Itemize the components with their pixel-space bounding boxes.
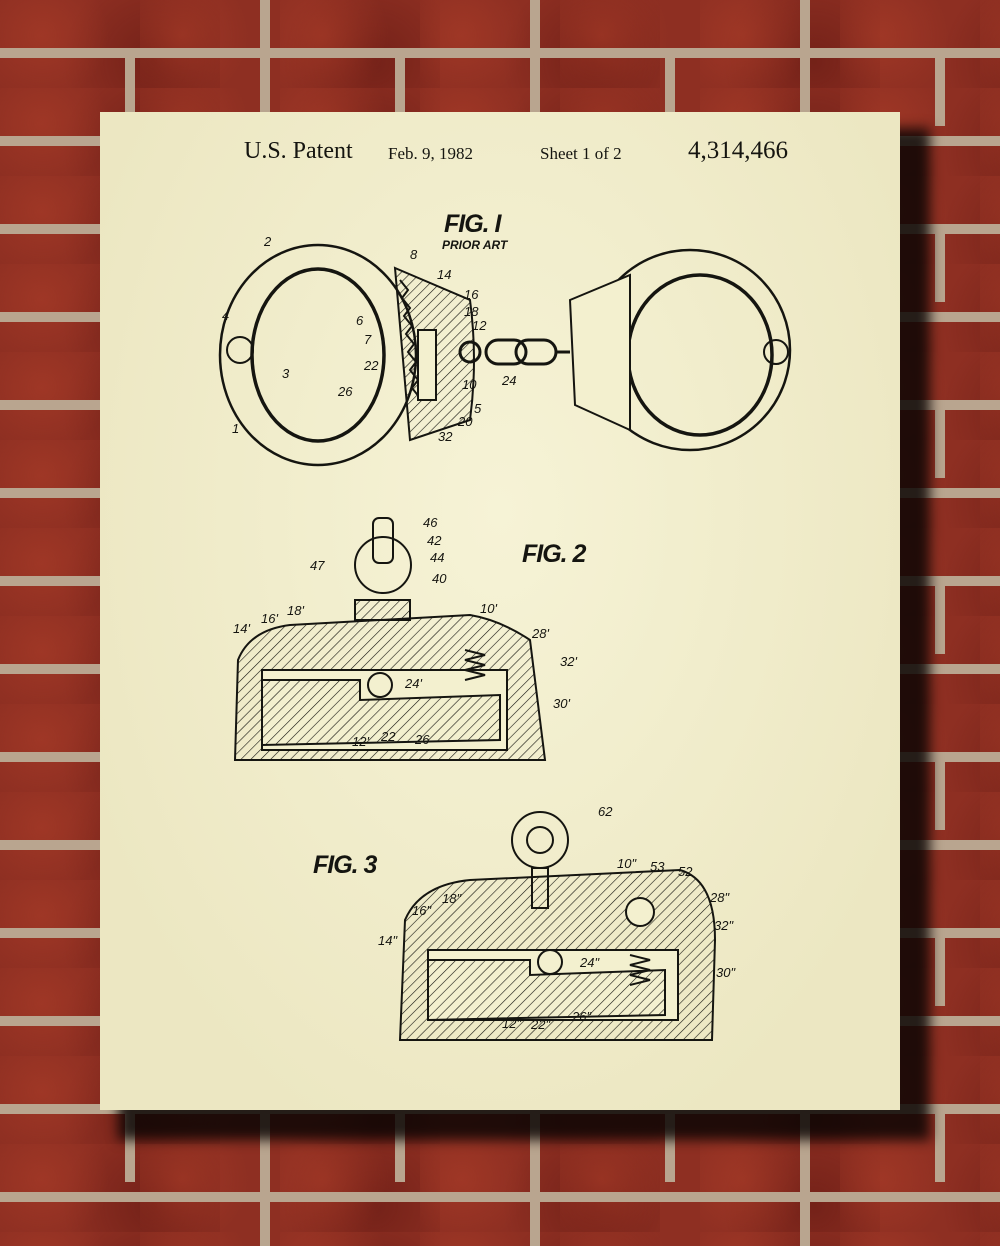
fig2-label: 18' xyxy=(287,603,304,618)
fig1-label: 1 xyxy=(232,421,240,436)
fig1-label: 14 xyxy=(437,267,452,282)
fig3-label: 12" xyxy=(502,1016,522,1031)
fig3-label: 52 xyxy=(678,864,693,879)
fig3-label: 10" xyxy=(617,856,637,871)
fig2-label: 47 xyxy=(310,558,325,573)
fig2-label: 14' xyxy=(233,621,250,636)
fig2-label: 24' xyxy=(405,676,422,691)
fig1-label: 18 xyxy=(464,304,479,319)
fig3-lock-section xyxy=(398,811,717,1041)
sheet-number: Sheet 1 of 2 xyxy=(540,144,622,163)
fig3-label: 30" xyxy=(716,965,736,980)
fig2-label: 26 xyxy=(415,732,430,747)
fig2-label: 10' xyxy=(480,601,497,616)
fig1-label: 5 xyxy=(474,401,482,416)
fig1-label: 20 xyxy=(458,414,473,429)
patent-title: U.S. Patent xyxy=(244,138,353,164)
fig1-label: 10 xyxy=(462,377,477,392)
fig2-label: 22 xyxy=(381,729,396,744)
fig1-subtitle: PRIOR ART xyxy=(442,238,508,252)
fig3-label: 32" xyxy=(714,918,734,933)
fig3-label: 26" xyxy=(572,1009,592,1024)
fig1-right-cuff xyxy=(568,248,792,452)
fig3-label: 18" xyxy=(442,891,462,906)
fig3-label: 62 xyxy=(598,804,613,819)
fig1-label: 3 xyxy=(282,366,290,381)
fig3-label: 16" xyxy=(412,903,432,918)
fig2-label: 16' xyxy=(261,611,278,626)
fig2-label: 40 xyxy=(432,571,447,586)
fig3-label: 53 xyxy=(650,859,665,874)
fig1-label: 7 xyxy=(364,332,372,347)
fig3-title: FIG. 3 xyxy=(313,851,377,879)
fig1-label: 8 xyxy=(410,247,418,262)
fig1-left-cuff xyxy=(218,243,475,467)
patent-number: 4,314,466 xyxy=(688,137,788,164)
fig1-label: 12 xyxy=(472,318,487,333)
fig1-label: 16 xyxy=(464,287,479,302)
fig1-label: 26 xyxy=(338,384,353,399)
fig2-label: 30' xyxy=(553,696,570,711)
patent-date: Feb. 9, 1982 xyxy=(388,144,473,163)
fig2-lock-section xyxy=(233,517,547,761)
fig2-label: 44 xyxy=(430,550,445,565)
fig1-label: 32 xyxy=(438,429,453,444)
fig1-label: 4 xyxy=(222,308,230,323)
fig3-label: 24" xyxy=(580,955,600,970)
fig2-label: 32' xyxy=(560,654,577,669)
fig2-label: 12' xyxy=(352,734,369,749)
fig1-title: FIG. I xyxy=(444,210,501,238)
fig2-label: 42 xyxy=(427,533,442,548)
fig3-label: 28" xyxy=(710,890,730,905)
fig1-label: 6 xyxy=(356,313,364,328)
fig1-label: 24 xyxy=(502,373,517,388)
fig3-label: 22" xyxy=(531,1017,551,1032)
fig3-label: 14" xyxy=(378,933,398,948)
fig1-label: 2 xyxy=(264,234,272,249)
fig2-label: 46 xyxy=(423,515,438,530)
fig2-title: FIG. 2 xyxy=(522,540,586,568)
fig1-label: 22 xyxy=(364,358,379,373)
fig1-chain xyxy=(458,338,570,366)
fig2-label: 28' xyxy=(532,626,549,641)
